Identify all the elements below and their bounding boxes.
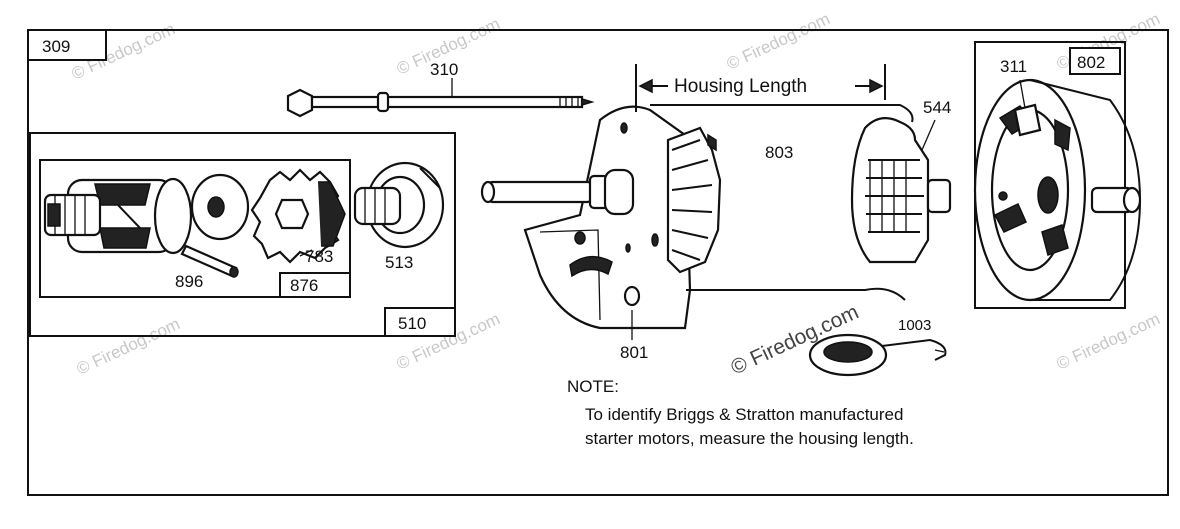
- label-311: 311: [1000, 57, 1027, 76]
- thrust-washer: [190, 173, 250, 241]
- note-heading: NOTE:: [567, 377, 619, 396]
- diagram-frame: [27, 29, 1169, 496]
- spring-cup-513: [353, 161, 445, 249]
- ref-box-510: [384, 307, 456, 337]
- label-802: 802: [1077, 53, 1105, 72]
- dust-cover-1003: [808, 333, 947, 377]
- label-1003: 1003: [898, 317, 931, 334]
- end-cap-802: 802: [973, 41, 1142, 309]
- screw-shaft: [43, 193, 102, 237]
- note-line-2: starter motors, measure the housing leng…: [585, 429, 914, 448]
- label-896: 896: [175, 272, 203, 291]
- housing-803: [650, 104, 914, 301]
- watermark: © Firedog.com: [1054, 309, 1163, 373]
- label-510: 510: [398, 314, 426, 333]
- label-544: 544: [923, 98, 951, 117]
- pinion-gear-783: [250, 168, 346, 264]
- ref-box-309: [27, 29, 107, 61]
- label-309: 309: [42, 37, 70, 56]
- label-513: 513: [385, 253, 413, 272]
- label-783: 783: [305, 247, 333, 266]
- box-876: [39, 159, 351, 298]
- housing-length-dimension: [635, 64, 886, 112]
- watermark: © Firedog.com: [724, 9, 833, 73]
- brush-plate-544: [850, 117, 952, 264]
- label-876: 876: [290, 276, 318, 295]
- label-801: 801: [620, 343, 648, 362]
- housing-length-label: Housing Length: [674, 76, 807, 97]
- armature-shaft: [480, 168, 635, 216]
- note-line-1: To identify Briggs & Stratton manufactur…: [585, 405, 903, 424]
- watermark: © Firedog.com: [74, 314, 183, 378]
- label-310: 310: [430, 60, 458, 79]
- pin-896: [180, 244, 239, 278]
- drive-end-cap-801: [523, 105, 692, 330]
- drive-assembly-510: 510 876 896: [29, 132, 456, 337]
- box-510: [29, 132, 456, 337]
- label-803: 803: [765, 143, 793, 162]
- armature-windings: [666, 126, 722, 274]
- thru-bolt-310: [286, 78, 595, 118]
- ref-box-876: [279, 272, 351, 298]
- ref-box-802: [1069, 47, 1121, 75]
- note-block: NOTE: To identify Briggs & Stratton manu…: [567, 377, 914, 448]
